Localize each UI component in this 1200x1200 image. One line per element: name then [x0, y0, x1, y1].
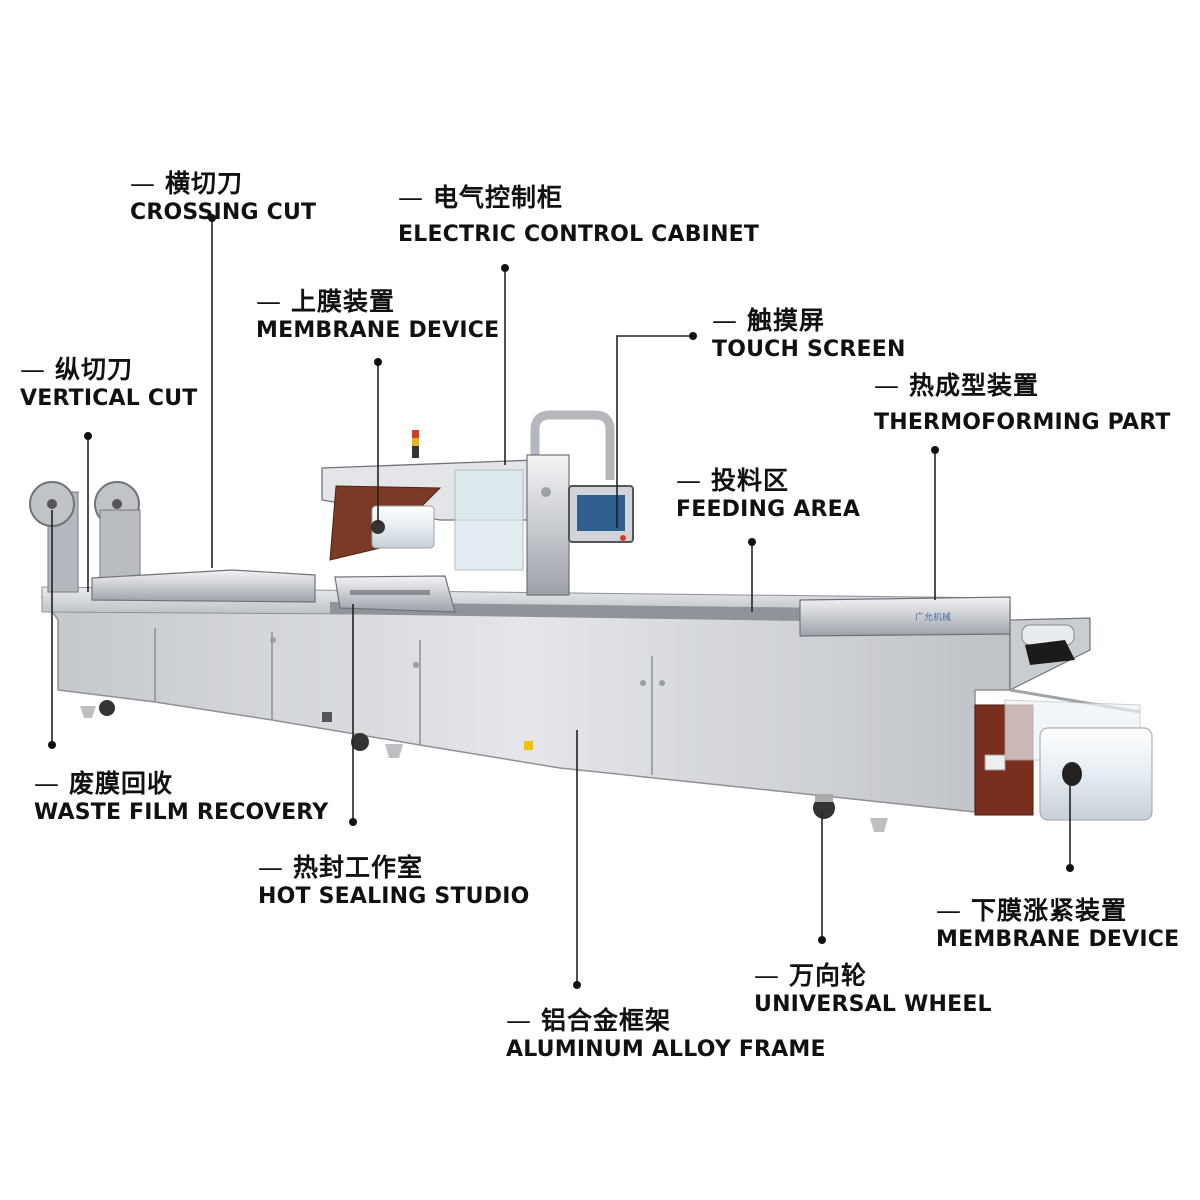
callout-feeding-area-en: FEEDING AREA — [676, 497, 861, 522]
hot-sealing-chamber — [334, 575, 456, 613]
leader-dot-feeding-area — [748, 538, 756, 546]
leader-dot-crossing-cut — [208, 214, 216, 222]
callout-feeding-area: 投料区 FEEDING AREA — [676, 468, 860, 521]
callout-thermoforming-part-zh: 热成型装置 — [874, 373, 1171, 398]
callout-hot-sealing-studio: 热封工作室 HOT SEALING STUDIO — [258, 855, 529, 908]
leader-dot-touch-screen — [689, 332, 697, 340]
callout-vertical-cut: 纵切刀 VERTICAL CUT — [20, 357, 197, 410]
callout-electric-control-cabinet-zh: 电气控制柜 — [398, 185, 759, 210]
callout-waste-film-recovery-zh: 废膜回收 — [34, 771, 328, 796]
leader-dot-vertical-cut — [84, 432, 92, 440]
thermoforming-part-body: 广允机械 — [799, 596, 1011, 637]
callout-universal-wheel-zh: 万向轮 — [754, 963, 992, 988]
leader-dot-membrane-device-lower — [1066, 864, 1074, 872]
callout-aluminum-alloy-frame-zh: 铝合金框架 — [506, 1008, 826, 1033]
callout-membrane-device-upper-zh: 上膜装置 — [256, 289, 499, 314]
universal-wheels — [80, 700, 888, 832]
leader-dot-universal-wheel — [818, 936, 826, 944]
callout-membrane-device-lower: 下膜涨紧装置 MEMBRANE DEVICE — [936, 898, 1179, 951]
crossing-cut-cover — [91, 569, 316, 603]
leader-dot-waste-film-recovery — [48, 741, 56, 749]
callout-crossing-cut: 横切刀 CROSSING CUT — [130, 171, 316, 224]
callout-hot-sealing-studio-en: HOT SEALING STUDIO — [258, 884, 530, 909]
upper-membrane-frame — [321, 430, 537, 571]
leader-touch-screen — [616, 335, 693, 528]
leader-dot-aluminum-alloy-frame — [573, 981, 581, 989]
callout-crossing-cut-en: CROSSING CUT — [130, 200, 317, 225]
callout-vertical-cut-zh: 纵切刀 — [20, 357, 197, 382]
lower-membrane-device — [974, 617, 1153, 821]
callout-membrane-device-upper: 上膜装置 MEMBRANE DEVICE — [256, 289, 499, 342]
callout-membrane-device-lower-en: MEMBRANE DEVICE — [936, 927, 1180, 952]
callout-waste-film-recovery: 废膜回收 WASTE FILM RECOVERY — [34, 771, 328, 824]
callout-membrane-device-upper-en: MEMBRANE DEVICE — [256, 318, 500, 343]
callout-aluminum-alloy-frame-en: ALUMINUM ALLOY FRAME — [506, 1037, 826, 1062]
callout-thermoforming-part-en: THERMOFORMING PART — [874, 410, 1171, 435]
callout-touch-screen-zh: 触摸屏 — [712, 308, 906, 333]
callout-thermoforming-part: 热成型装置 THERMOFORMING PART — [874, 373, 1171, 434]
machine-nameplate: 广允机械 — [915, 611, 951, 623]
callout-feeding-area-zh: 投料区 — [676, 468, 860, 493]
callout-membrane-device-lower-zh: 下膜涨紧装置 — [936, 898, 1179, 923]
callout-waste-film-recovery-en: WASTE FILM RECOVERY — [34, 800, 329, 825]
callout-aluminum-alloy-frame: 铝合金框架 ALUMINUM ALLOY FRAME — [506, 1008, 826, 1061]
waste-film-reels — [29, 481, 141, 593]
leader-dot-thermoforming-part — [931, 446, 939, 454]
callout-electric-control-cabinet: 电气控制柜 ELECTRIC CONTROL CABINET — [398, 185, 759, 246]
callout-touch-screen: 触摸屏 TOUCH SCREEN — [712, 308, 906, 361]
callout-hot-sealing-studio-zh: 热封工作室 — [258, 855, 529, 880]
leader-dot-electric-control-cabinet — [501, 264, 509, 272]
callout-electric-control-cabinet-en: ELECTRIC CONTROL CABINET — [398, 222, 760, 247]
leader-dot-hot-sealing-studio — [349, 818, 357, 826]
leader-dot-membrane-device-upper — [374, 358, 382, 366]
callout-crossing-cut-zh: 横切刀 — [130, 171, 316, 196]
callout-touch-screen-en: TOUCH SCREEN — [712, 337, 906, 362]
leader-lines — [48, 214, 1074, 989]
callout-vertical-cut-en: VERTICAL CUT — [20, 386, 198, 411]
